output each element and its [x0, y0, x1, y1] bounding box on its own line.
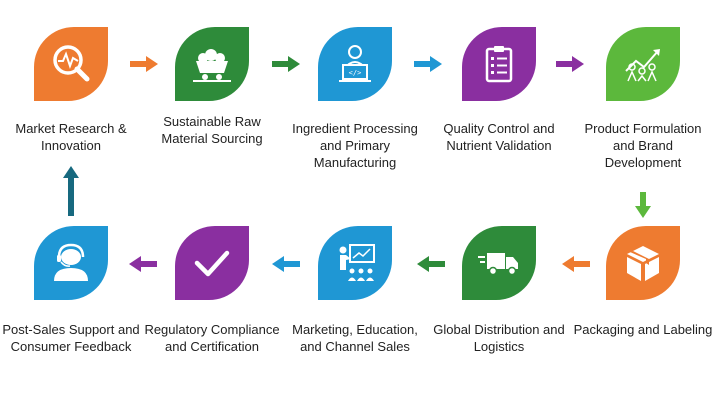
arrow-right-3	[414, 56, 442, 72]
developer-laptop-icon: </>	[339, 45, 371, 82]
step-5-tile	[606, 27, 680, 101]
arrow-left-1	[562, 256, 590, 272]
checkmark-icon	[194, 250, 230, 277]
package-box-icon	[627, 246, 659, 281]
arrow-right-1	[130, 56, 158, 72]
mine-cart-icon	[193, 49, 231, 82]
step-5-label: Product Formulation and Brand Developmen…	[584, 121, 702, 170]
arrow-right-2	[272, 56, 300, 72]
presentation-audience-icon	[339, 244, 375, 281]
step-9-label: Regulatory Compliance and Certification	[144, 322, 280, 354]
arrow-right-4	[556, 56, 584, 72]
step-6-label: Packaging and Labeling	[573, 322, 713, 337]
team-growth-icon	[625, 49, 660, 82]
step-10-label: Post-Sales Support and Consumer Feedback	[2, 322, 140, 354]
customer-support-icon	[54, 243, 88, 281]
step-4-label: Quality Control and Nutrient Validation	[443, 121, 555, 153]
arrow-down	[635, 192, 651, 218]
step-10-tile	[34, 226, 108, 300]
svg-text:</>: </>	[349, 69, 362, 77]
arrow-left-4	[129, 256, 157, 272]
step-1-tile	[34, 27, 108, 101]
magnifier-chart-icon	[53, 45, 90, 82]
arrow-left-2	[417, 256, 445, 272]
step-6-tile	[606, 226, 680, 300]
step-3-label: Ingredient Processing and Primary Manufa…	[292, 121, 418, 170]
arrow-up	[63, 166, 79, 216]
step-9-tile	[175, 226, 249, 300]
arrow-left-3	[272, 256, 300, 272]
step-8-tile	[318, 226, 392, 300]
step-8-label: Marketing, Education, and Channel Sales	[292, 322, 418, 354]
step-7-label: Global Distribution and Logistics	[433, 322, 565, 354]
step-3-tile: </>	[318, 27, 392, 101]
step-4-tile	[462, 27, 536, 101]
step-2-tile	[175, 27, 249, 101]
step-2-label: Sustainable Raw Material Sourcing	[161, 114, 263, 146]
step-7-tile	[462, 226, 536, 300]
step-1-label: Market Research & Innovation	[15, 121, 127, 153]
clipboard-checklist-icon	[485, 46, 513, 83]
delivery-truck-icon	[478, 253, 518, 276]
